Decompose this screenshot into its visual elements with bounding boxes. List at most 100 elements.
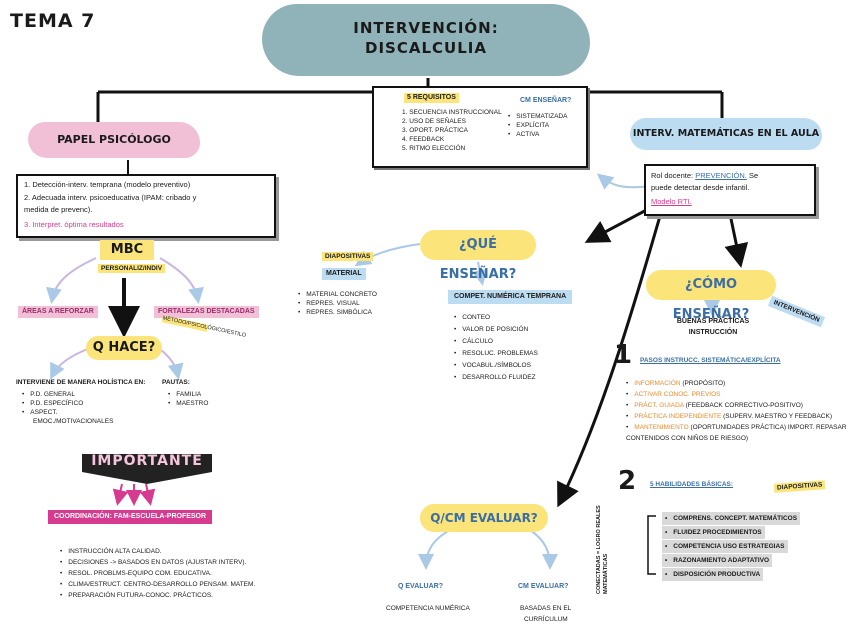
- list-item: PREPARACIÓN FUTURA-CONOC. PRÁCTICOS.: [60, 590, 255, 601]
- papel-psicologo-node: PAPEL PSICÓLOGO: [28, 122, 200, 158]
- list-item: 2. USO DE SEÑALES: [402, 118, 466, 125]
- q-evaluar-label: Q EVALUAR?: [398, 583, 443, 590]
- importante-list: INSTRUCCIÓN ALTA CALIDAD. DECISIONES -> …: [60, 546, 255, 601]
- areas-reforzar: ÁREAS A REFORZAR: [18, 306, 98, 318]
- requisitos-list: 1. SECUENCIA INSTRUCCIONAL 2. USO DE SEÑ…: [402, 108, 502, 153]
- diapositivas-tag: DIAPOSITIVAS: [322, 252, 374, 261]
- q-hace-node: Q HACE?: [86, 336, 162, 360]
- papel-item-2: 2. Adecuada interv. psicoeducativa (IPAM…: [24, 193, 197, 202]
- list-item: FAMILIA: [168, 390, 208, 399]
- buenas-line1: BUENAS PRÁCTICAS: [676, 318, 750, 325]
- cm-ensenar-list: SISTEMATIZADA EXPLÍCITA ACTIVA: [508, 112, 567, 139]
- mbc-sub: PERSONALIZ/INDIV: [98, 264, 166, 273]
- prevencion-link: PREVENCIÓN.: [695, 171, 747, 180]
- conectadas-line1: CONECTADAS = LOGRO REALES: [596, 505, 602, 594]
- list-item: MAESTRO: [168, 399, 208, 408]
- rol-docente-line2: puede detectar desde infantil.: [651, 183, 750, 192]
- cm-ensenar-heading: CM ENSEÑAR?: [520, 97, 572, 104]
- list-item: INSTRUCCIÓN ALTA CALIDAD.: [60, 546, 255, 557]
- cm-evaluar-answer-2: CURRÍCULUM: [524, 616, 568, 623]
- paso-rest: (OPORTUNIDADES PRÁCTICA) IMPORT. REPASAR: [688, 424, 847, 431]
- list-item: ACTIVA: [508, 130, 567, 139]
- list-item: FLUIDEZ PROCEDIMIENTOS: [662, 526, 765, 539]
- list-item: SISTEMATIZADA: [508, 112, 567, 121]
- conectadas-label: CONECTADAS = LOGRO REALES MATEMÁTICAS: [596, 505, 610, 594]
- list-item: VOCABUL./SÍMBOLOS: [454, 360, 538, 372]
- list-item: MANTENIMIENTO (OPORTUNIDADES PRÁCTICA) I…: [626, 422, 847, 433]
- tema-label: TEMA 7: [10, 10, 96, 32]
- rol-suffix: Se: [746, 171, 759, 180]
- pautas-list: FAMILIA MAESTRO: [168, 390, 208, 408]
- evaluar-node: Q/CM EVALUAR?: [420, 504, 548, 532]
- list-item: VALOR DE POSICIÓN: [454, 324, 538, 336]
- paso-rest: (SUPERV. MAESTRO Y FEEDBACK): [721, 413, 832, 420]
- list-item: EXPLÍCITA: [508, 121, 567, 130]
- papel-item-3: 3. Interpret. óptima resultados: [24, 220, 124, 229]
- habilidades-list: COMPRENS. CONCEPT. MATEMÁTICOS FLUIDEZ P…: [662, 512, 801, 582]
- modelo-rti: Modelo RTI.: [651, 197, 692, 206]
- list-item: COMPETENCIA USO ESTRATEGIAS: [662, 540, 788, 553]
- list-item: CONTEO: [454, 312, 538, 324]
- list-item: DESARROLLO FLUIDEZ: [454, 372, 538, 384]
- list-item: 1. SECUENCIA INSTRUCCIONAL: [402, 109, 502, 116]
- coordinacion-label: COORDINACIÓN: FAM-ESCUELA-PROFESOR: [48, 510, 213, 524]
- papel-item-2b: medida de prevenc).: [24, 205, 93, 214]
- number-one: 1: [614, 340, 633, 370]
- list-item: CÁLCULO: [454, 336, 538, 348]
- list-item: REPRES. VISUAL: [298, 299, 377, 308]
- title-node: INTERVENCIÓN: DISCALCULIA: [262, 4, 590, 76]
- pasos-list: INFORMACIÓN (PROPÓSITO) ACTIVAR CONOC. P…: [626, 378, 847, 444]
- paso-key: INFORMACIÓN: [634, 380, 681, 387]
- q-evaluar-answer: COMPETENCIA NUMÉRICA: [386, 605, 470, 612]
- list-item: INFORMACIÓN (PROPÓSITO): [626, 378, 847, 389]
- list-item: RESOL. PROBLMS-EQUIPO COM. EDUCATIVA.: [60, 568, 255, 579]
- paso-rest: (FEEDBACK CORRECTIVO-POSITIVO): [683, 402, 803, 409]
- buenas-practicas: BUENAS PRÁCTICAS INSTRUCCIÓN: [666, 316, 760, 338]
- list-item: DISPOSICIÓN PRODUCTIVA: [662, 568, 764, 581]
- cm-evaluar-label: CM EVALUAR?: [518, 583, 569, 590]
- papel-item-1: 1. Detección-interv. temprana (modelo pr…: [24, 180, 191, 189]
- list-item: REPRES. SIMBÓLICA: [298, 308, 377, 317]
- como-ensenar-node: ¿CÓMO ENSEÑAR?: [646, 270, 776, 322]
- list-item: 5. RITMO ELECCIÓN: [402, 145, 466, 152]
- buenas-line2: INSTRUCCIÓN: [688, 329, 738, 336]
- paso-key: ACTIVAR CONOC. PREVIOS: [634, 391, 721, 398]
- rol-docente-line1: Rol docente: PREVENCIÓN. Se: [651, 170, 758, 181]
- requisitos-box: 5 REQUISITOS 1. SECUENCIA INSTRUCCIONAL …: [372, 86, 588, 168]
- material-label: MATERIAL: [322, 268, 366, 280]
- interv-matematicas-node: INTERV. MATEMÁTICAS EN EL AULA: [630, 118, 822, 150]
- title-line2: DISCALCULIA: [365, 39, 487, 57]
- paso-key: PRÁCTICA INDEPENDIENTE: [634, 413, 722, 420]
- importante-label: IMPORTANTE: [91, 453, 203, 469]
- list-item: CLIMA/ESTRUCT. CENTRO-DESARROLLO PENSAM.…: [60, 579, 255, 590]
- interviene-heading: INTERVIENE DE MANERA HOLÍSTICA EN:: [16, 379, 146, 386]
- list-item: DECISIONES -> BASADOS EN DATOS (AJUSTAR …: [60, 557, 255, 568]
- list-item: PRÁCTICA INDEPENDIENTE (SUPERV. MAESTRO …: [626, 411, 847, 422]
- pautas-heading: PAUTAS:: [162, 379, 190, 386]
- cm-evaluar-answer-1: BASADAS EN EL: [520, 605, 572, 612]
- title-line1: INTERVENCIÓN:: [353, 19, 499, 37]
- list-item: EMOC./MOTIVACIONALES: [33, 418, 114, 425]
- list-item: COMPRENS. CONCEPT. MATEMÁTICOS: [662, 512, 801, 525]
- list-item: CONTENIDOS CON NIÑOS DE RIESGO): [626, 435, 749, 442]
- compet-label: COMPET. NUMÉRICA TEMPRANA: [448, 290, 573, 304]
- requisitos-heading: 5 REQUISITOS: [404, 93, 459, 103]
- material-list: MATERIAL CONCRETO REPRES. VISUAL REPRES.…: [298, 290, 377, 317]
- mbc-node: MBC: [100, 240, 154, 260]
- rol-docente-box: Rol docente: PREVENCIÓN. Se puede detect…: [644, 164, 816, 216]
- list-item: 4. FEEDBACK: [402, 136, 445, 143]
- pasos-heading: PASOS INSTRUCC. SISTEMÁTICA/EXPLÍCITA: [640, 357, 781, 364]
- paso-key: MANTENIMIENTO: [634, 424, 689, 431]
- importante-banner: IMPORTANTE: [82, 450, 212, 486]
- paso-key: PRÁCT. GUIADA: [634, 402, 684, 409]
- list-item: PRÁCT. GUIADA (FEEDBACK CORRECTIVO-POSIT…: [626, 400, 847, 411]
- papel-psicologo-box: 1. Detección-interv. temprana (modelo pr…: [16, 174, 276, 238]
- list-item: P.D. ESPECÍFICO: [22, 399, 113, 408]
- que-ensenar-node: ¿QUÉ ENSEÑAR?: [420, 230, 536, 282]
- habilidades-heading: 5 HABILIDADES BÁSICAS:: [650, 481, 734, 488]
- conectadas-line2: MATEMÁTICAS: [603, 553, 609, 594]
- interviene-list: P.D. GENERAL P.D. ESPECÍFICO ASPECT. EMO…: [22, 390, 113, 426]
- paso-rest: (PROPÓSITO): [680, 380, 726, 387]
- rol-prefix: Rol docente:: [651, 171, 696, 180]
- list-item: RESOLUC. PROBLEMAS: [454, 348, 538, 360]
